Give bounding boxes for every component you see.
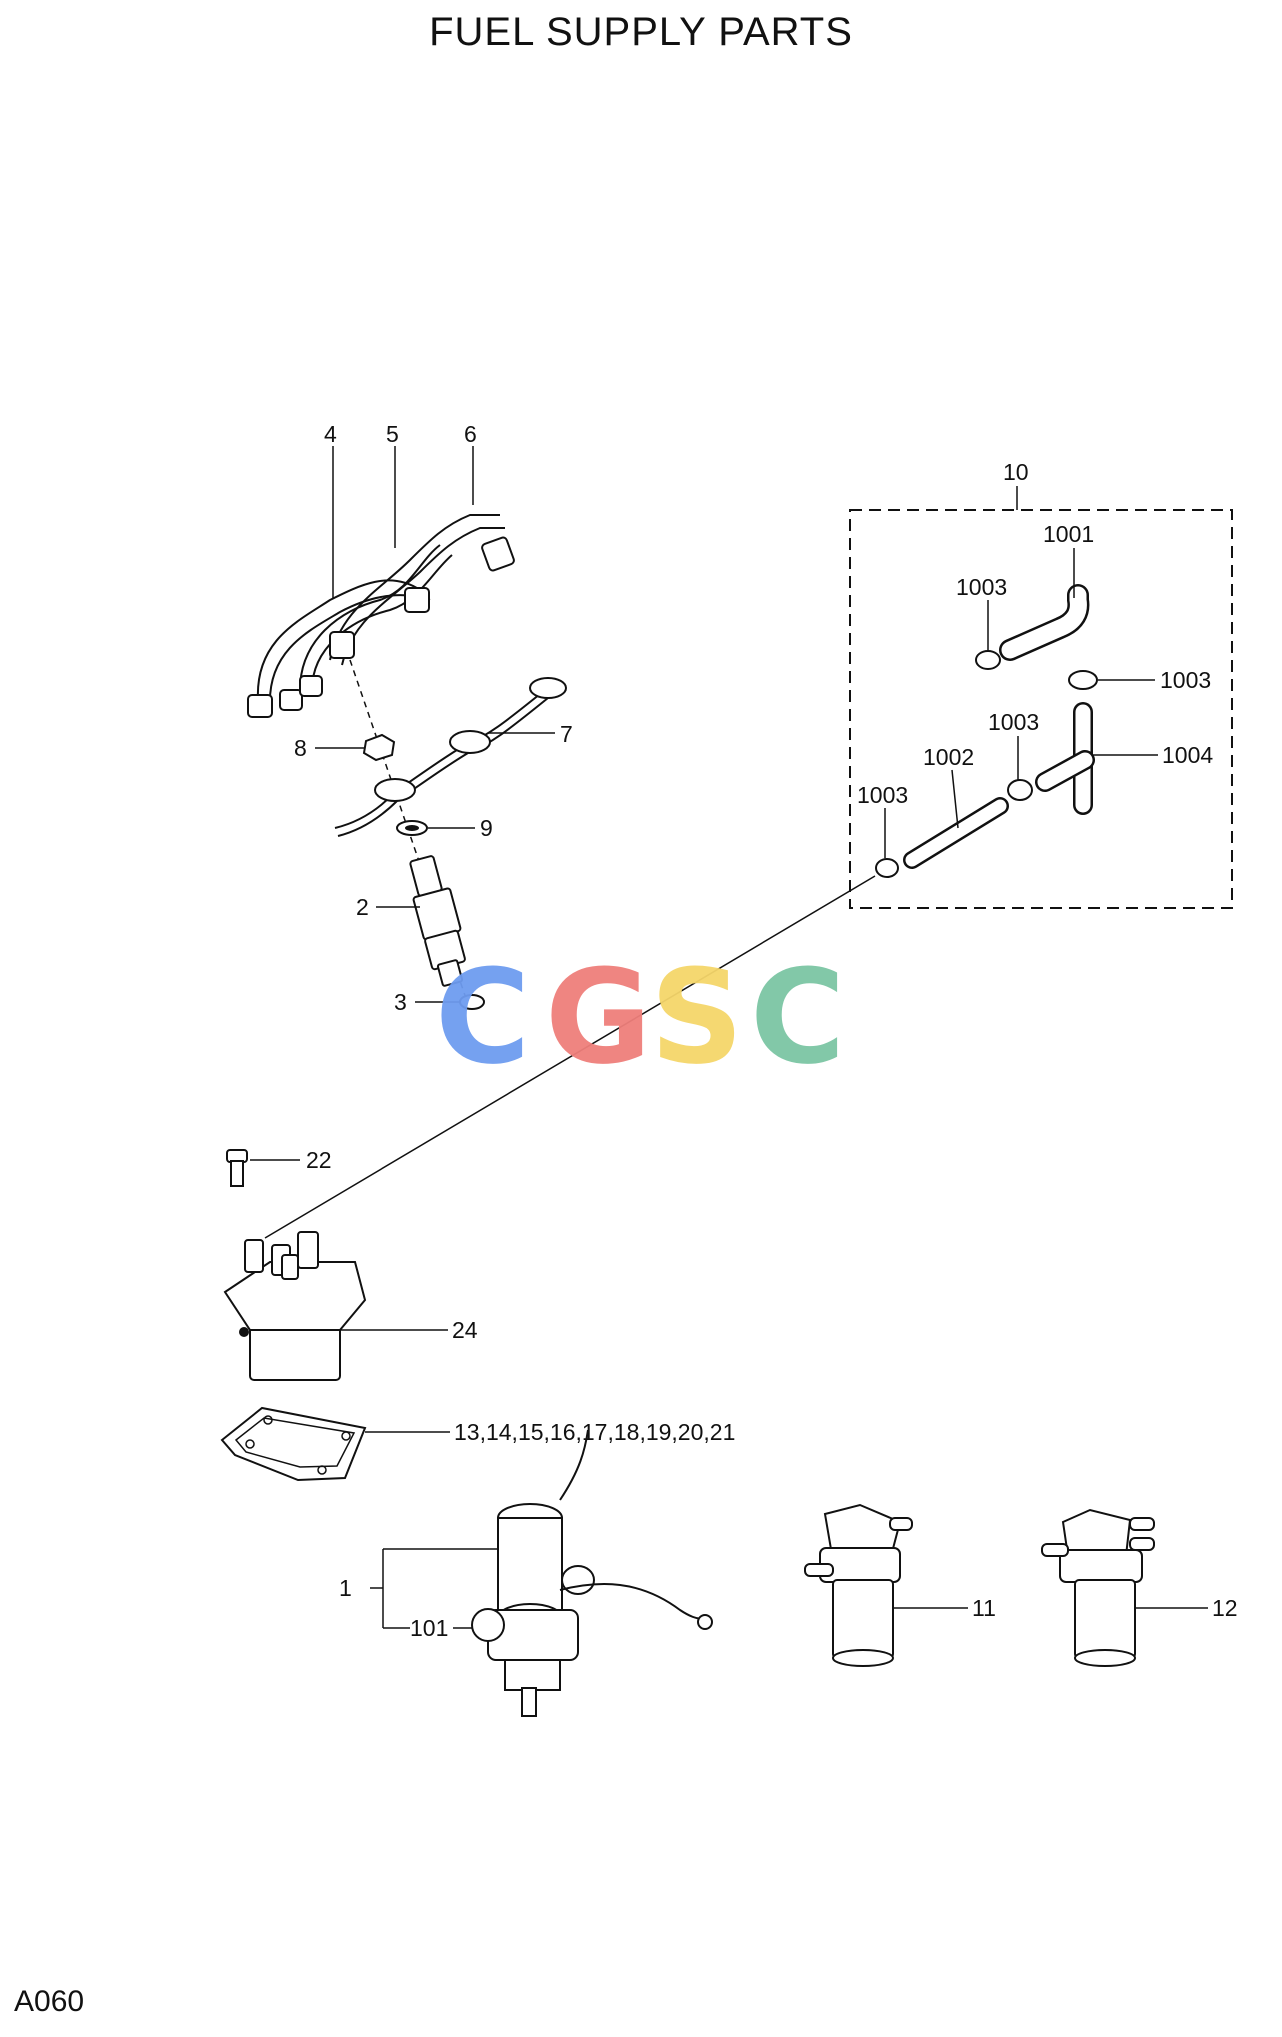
nut-8: 8: [294, 733, 396, 762]
svg-text:C: C: [750, 941, 845, 1093]
washer-3: 3: [394, 989, 485, 1015]
gasket-13-21: 13,14,15,16,17,18,19,20,21: [220, 1406, 735, 1482]
svg-text:1003: 1003: [956, 574, 1007, 600]
svg-text:8: 8: [294, 735, 307, 761]
svg-text:7: 7: [560, 721, 573, 747]
svg-text:9: 9: [480, 815, 493, 841]
svg-text:10: 10: [1003, 459, 1029, 485]
callout-5: 5: [386, 421, 399, 447]
electric-fuel-pump-1: 1 101: [339, 1429, 713, 1717]
svg-text:1002: 1002: [923, 744, 974, 770]
svg-text:S: S: [650, 941, 744, 1093]
washer-9: 9: [396, 815, 493, 841]
fuel-hose-assembly-10: 10 1001 1003 1003 1004 1003: [849, 459, 1233, 909]
svg-text:1003: 1003: [988, 709, 1039, 735]
callout-6: 6: [464, 421, 477, 447]
svg-text:101: 101: [410, 1615, 448, 1641]
svg-text:1004: 1004: [1162, 742, 1213, 768]
fuel-filter-12: 12: [1041, 1508, 1238, 1667]
svg-text:G: G: [545, 941, 652, 1093]
watermark-logo: C G S C: [435, 941, 845, 1093]
svg-text:3: 3: [394, 989, 407, 1015]
injection-pump-24: 24: [223, 1231, 478, 1381]
svg-text:1003: 1003: [1160, 667, 1211, 693]
svg-text:C: C: [435, 941, 530, 1093]
svg-text:22: 22: [306, 1147, 332, 1173]
svg-text:13,14,15,16,17,18,19,20,21: 13,14,15,16,17,18,19,20,21: [454, 1419, 735, 1445]
fuel-filter-11: 11: [804, 1503, 996, 1667]
svg-text:1: 1: [339, 1575, 352, 1601]
injection-pipes: [247, 514, 515, 718]
injection-nozzle-2: 2: [356, 855, 466, 987]
svg-text:11: 11: [972, 1595, 996, 1621]
bolt-22: 22: [226, 1147, 332, 1187]
svg-text:2: 2: [356, 894, 369, 920]
svg-text:1003: 1003: [857, 782, 908, 808]
callout-4: 4: [324, 421, 337, 447]
svg-text:12: 12: [1212, 1595, 1238, 1621]
page-code: A060: [14, 1985, 85, 2018]
svg-text:1001: 1001: [1043, 521, 1094, 547]
svg-text:24: 24: [452, 1317, 478, 1343]
page-title: FUEL SUPPLY PARTS: [429, 10, 853, 54]
leak-off-pipe-7: 7: [334, 677, 573, 837]
